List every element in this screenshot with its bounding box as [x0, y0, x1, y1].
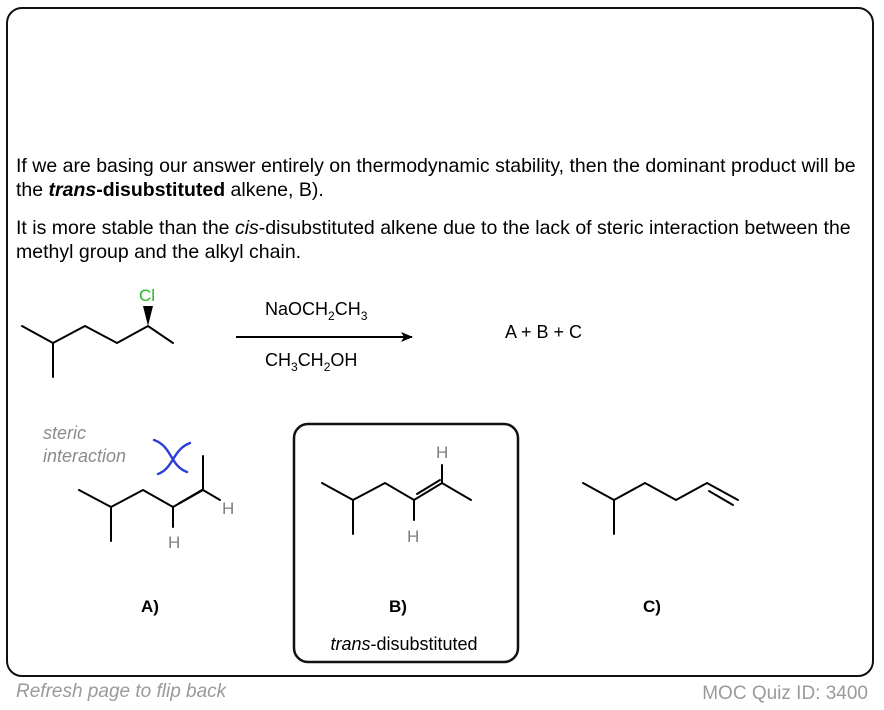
cis-emphasis: cis [234, 217, 259, 239]
flip-back-link[interactable]: Refresh page to flip back [16, 681, 227, 702]
trans-emphasis: trans [48, 179, 97, 201]
product-a-structure [78, 455, 221, 542]
disubstituted-emphasis: -disubstituted [96, 179, 226, 201]
trans-caption: trans-disubstituted [330, 634, 477, 654]
wedge-bond [143, 306, 153, 326]
reagent-base: NaOCH2CH3 [265, 299, 368, 323]
label-b: B) [389, 597, 407, 616]
explanation-paragraph-2: It is more stable than the cis-disubstit… [16, 216, 866, 264]
steric-interaction-icon [152, 438, 192, 476]
product-c-structure [582, 481, 739, 535]
quiz-card[interactable] [6, 7, 874, 677]
label-c: C) [643, 597, 661, 616]
interaction-label: interaction [43, 446, 126, 466]
hydrogen-atom: H [436, 443, 448, 462]
label-a: A) [141, 597, 159, 616]
text-run: If we are basing our answer entirely on … [16, 155, 856, 201]
hydrogen-atom: H [222, 499, 234, 518]
products-text: A + B + C [505, 322, 582, 342]
steric-label: steric [43, 423, 86, 443]
quiz-id: MOC Quiz ID: 3400 [702, 683, 868, 704]
text-run: It is more stable than the [16, 217, 235, 239]
text-run: alkene, B). [225, 179, 324, 201]
chlorine-atom: Cl [139, 286, 155, 305]
text-run: -disubstituted alkene due to the lack of… [16, 217, 851, 263]
answer-highlight-box [292, 422, 520, 664]
explanation-paragraph-1: If we are basing our answer entirely on … [16, 154, 866, 202]
starting-material-structure [21, 324, 174, 378]
hydrogen-atom: H [407, 527, 419, 546]
reagent-solvent: CH3CH2OH [265, 350, 357, 374]
product-b-structure [321, 464, 472, 535]
hydrogen-atom: H [168, 533, 180, 552]
